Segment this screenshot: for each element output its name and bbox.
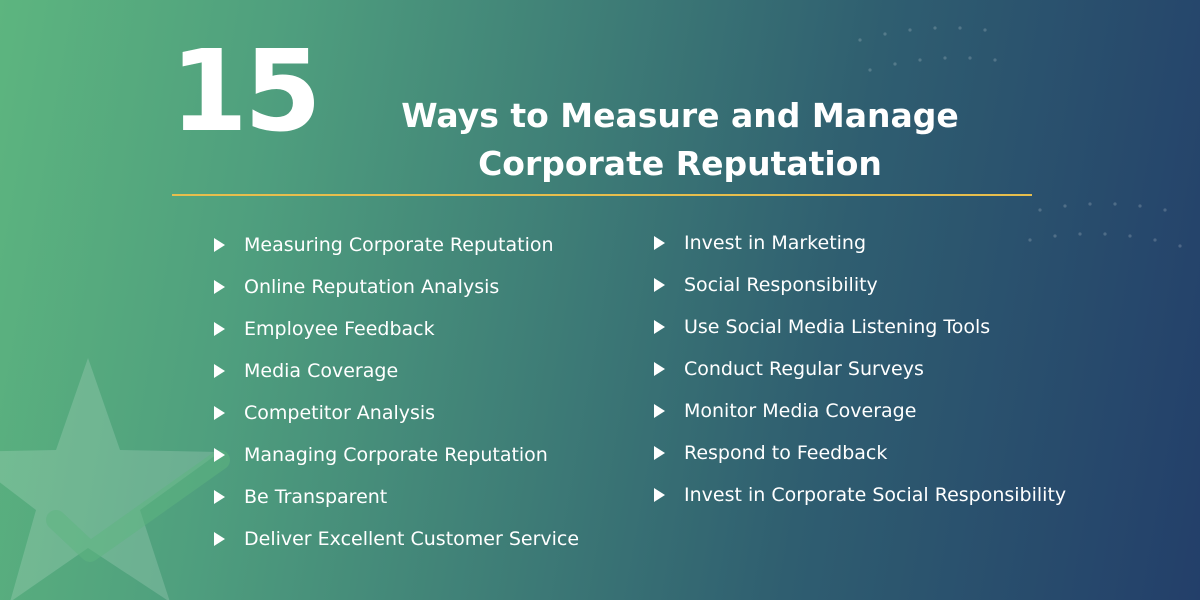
list-item: Competitor Analysis [214,392,579,434]
triangle-right-icon [214,238,225,252]
triangle-right-icon [654,488,665,502]
triangle-right-icon [214,364,225,378]
list-item-label: Monitor Media Coverage [684,400,917,422]
list-item: Invest in Corporate Social Responsibilit… [654,474,1066,516]
big-number: 15 [170,27,322,157]
list-item-label: Deliver Excellent Customer Service [244,528,580,550]
list-item: Conduct Regular Surveys [654,348,1066,390]
triangle-right-icon [654,446,665,460]
list-item: Monitor Media Coverage [654,390,1066,432]
triangle-right-icon [654,404,665,418]
list-item: Employee Feedback [214,308,579,350]
triangle-right-icon [214,448,225,462]
list-item: Be Transparent [214,476,579,518]
list-item-label: Invest in Corporate Social Responsibilit… [684,484,1067,506]
list-item-label: Respond to Feedback [684,442,888,464]
list-item-label: Be Transparent [244,486,388,508]
list-item-label: Conduct Regular Surveys [684,358,924,380]
list-item: Respond to Feedback [654,432,1066,474]
list-item-label: Competitor Analysis [244,402,436,424]
list-item-label: Employee Feedback [244,318,435,340]
list-item: Measuring Corporate Reputation [214,224,579,266]
list-item-label: Measuring Corporate Reputation [244,234,554,256]
list-item: Media Coverage [214,350,579,392]
list-item-label: Media Coverage [244,360,399,382]
right-item-list: Invest in Marketing Social Responsibilit… [654,222,1066,516]
triangle-right-icon [654,320,665,334]
list-item-label: Social Responsibility [684,274,878,296]
star-check-icon [0,358,230,600]
triangle-right-icon [214,322,225,336]
list-item: Managing Corporate Reputation [214,434,579,476]
triangle-right-icon [214,280,225,294]
triangle-right-icon [214,532,225,546]
list-item: Invest in Marketing [654,222,1066,264]
list-item-label: Online Reputation Analysis [244,276,500,298]
list-item: Deliver Excellent Customer Service [214,518,579,560]
triangle-right-icon [654,278,665,292]
page-title: Ways to Measure and Manage Corporate Rep… [401,96,959,183]
triangle-right-icon [654,236,665,250]
triangle-right-icon [214,490,225,504]
triangle-right-icon [214,406,225,420]
list-item-label: Managing Corporate Reputation [244,444,548,466]
list-item: Social Responsibility [654,264,1066,306]
list-item-label: Use Social Media Listening Tools [684,316,991,338]
left-item-list: Measuring Corporate Reputation Online Re… [214,224,579,560]
title-divider [172,194,1032,196]
list-item: Online Reputation Analysis [214,266,579,308]
list-item-label: Invest in Marketing [684,232,867,254]
triangle-right-icon [654,362,665,376]
list-item: Use Social Media Listening Tools [654,306,1066,348]
